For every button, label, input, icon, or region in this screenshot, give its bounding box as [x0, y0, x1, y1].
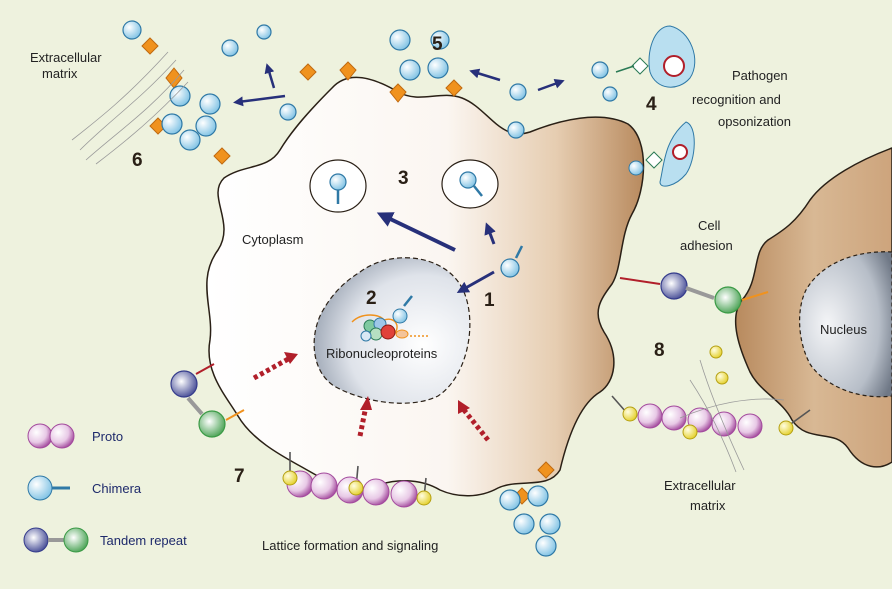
- chimera-oligomer-bottom: [499, 485, 561, 557]
- legend: Proto Chimera Tandem repeat: [23, 423, 187, 553]
- label-pathogen-1: Pathogen: [732, 68, 788, 83]
- label-ribonucleoproteins: Ribonucleoproteins: [326, 346, 438, 361]
- number-6: 6: [132, 150, 143, 171]
- arrow-to-vesicle: [376, 212, 456, 252]
- ecm-fibres-top: [71, 51, 189, 165]
- legend-chimera-label: Chimera: [92, 481, 142, 496]
- label-lattice: Lattice formation and signaling: [262, 538, 438, 553]
- lattice-bottom: [282, 452, 432, 508]
- chimera-oligomer-left: [161, 85, 221, 151]
- legend-proto-symbol: [27, 423, 75, 449]
- label-nucleus: Nucleus: [820, 322, 867, 337]
- nucleus-shape: [799, 251, 892, 398]
- legend-tandem-symbol: [23, 527, 89, 553]
- tandem-adhesion: [619, 272, 769, 314]
- label-ecm-top-2: matrix: [42, 66, 78, 81]
- legend-chimera-symbol: [27, 475, 70, 501]
- number-8: 8: [654, 340, 665, 361]
- tandem-left: [170, 363, 245, 438]
- red-arrows: [252, 352, 490, 442]
- number-4: 4: [646, 94, 657, 115]
- label-ecm-bottom-2: matrix: [690, 498, 726, 513]
- chimera-cytoplasmic: [500, 245, 524, 278]
- label-ecm-top-1: Extracellular: [30, 50, 102, 65]
- label-cytoplasm: Cytoplasm: [242, 232, 303, 247]
- ecm-fibres-bottom: [679, 359, 785, 473]
- vesicle-left: [309, 159, 367, 213]
- ribonucleoprotein-complex: [351, 295, 428, 342]
- number-1: 1: [484, 290, 495, 311]
- label-cell-adhesion-2: adhesion: [680, 238, 733, 253]
- number-5: 5: [432, 34, 443, 55]
- arrow-up-short: [484, 222, 496, 245]
- chimera-oligomer-top: [389, 29, 450, 81]
- lattice-right: [611, 345, 811, 440]
- outward-arrows: [233, 63, 565, 107]
- label-pathogen-2: recognition and: [692, 92, 781, 107]
- label-cell-adhesion-1: Cell: [698, 218, 721, 233]
- free-chimeras: [122, 20, 618, 139]
- pathogen-top: [615, 25, 696, 88]
- pathogen-bottom: [628, 121, 695, 187]
- arrow-to-nucleus: [456, 270, 495, 293]
- number-7: 7: [234, 466, 245, 487]
- number-3: 3: [398, 168, 409, 189]
- number-2: 2: [366, 288, 377, 309]
- legend-proto-label: Proto: [92, 429, 123, 444]
- legend-tandem-label: Tandem repeat: [100, 533, 187, 548]
- vesicle-right: [441, 159, 499, 209]
- label-ecm-bottom-1: Extracellular: [664, 478, 736, 493]
- label-pathogen-3: opsonization: [718, 114, 791, 129]
